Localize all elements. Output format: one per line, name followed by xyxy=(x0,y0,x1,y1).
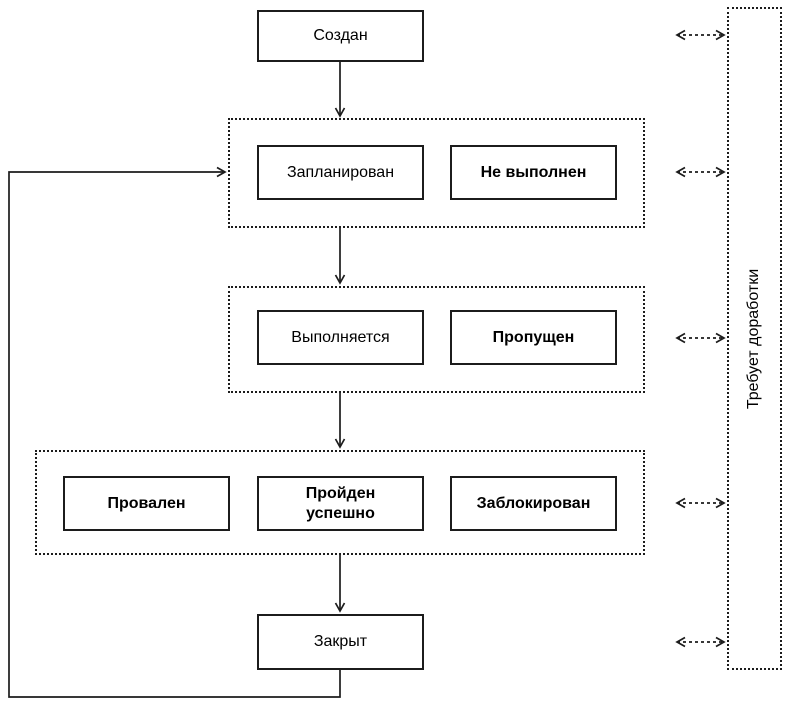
node-planned-label: Запланирован xyxy=(286,163,395,181)
node-skipped-label: Пропущен xyxy=(492,328,575,346)
node-closed-label: Закрыт xyxy=(313,633,368,650)
node-not-executed-label: Не выполнен xyxy=(480,163,587,181)
node-created-label: Создан xyxy=(313,27,368,44)
node-failed-label: Провален xyxy=(107,494,186,512)
node-passed: Пройден успешно xyxy=(257,476,424,531)
node-executing-label: Выполняется xyxy=(291,328,390,346)
node-planned: Запланирован xyxy=(257,145,424,200)
node-created: Создан xyxy=(257,10,424,62)
node-blocked: Заблокирован xyxy=(450,476,617,531)
node-closed: Закрыт xyxy=(257,614,424,670)
node-rework: Требует доработки xyxy=(727,7,782,670)
node-failed: Провален xyxy=(63,476,230,531)
node-not-executed: Не выполнен xyxy=(450,145,617,200)
node-passed-label: Пройден успешно xyxy=(305,484,376,522)
node-rework-label: Требует доработки xyxy=(745,268,763,409)
node-blocked-label: Заблокирован xyxy=(476,494,591,512)
node-skipped: Пропущен xyxy=(450,310,617,365)
node-executing: Выполняется xyxy=(257,310,424,365)
